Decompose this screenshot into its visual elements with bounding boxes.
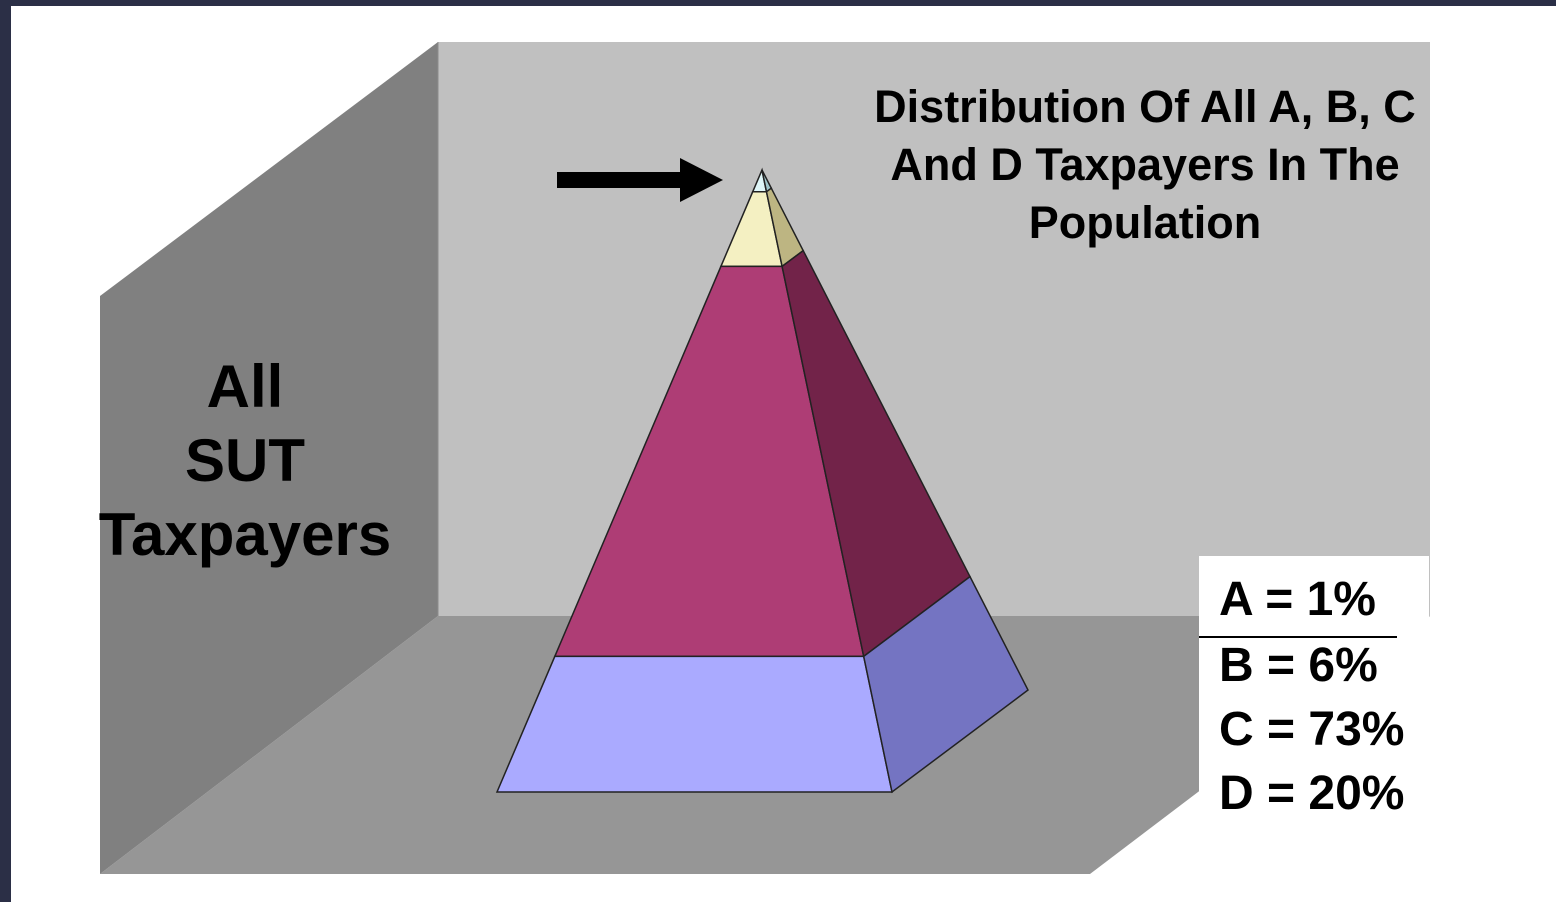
legend-item-a: A = 1%	[1219, 573, 1376, 626]
legend: A = 1% B = 6% C = 73% D = 20%	[1199, 556, 1429, 828]
wall-label-line: All	[206, 353, 284, 420]
legend-item-b: B = 6%	[1219, 639, 1378, 692]
legend-item-c: C = 73%	[1219, 703, 1405, 756]
side-wall	[100, 42, 438, 874]
pyramid	[495, 167, 1029, 794]
legend-divider	[1199, 636, 1397, 638]
chart-title: Distribution Of All A, B, C And D Taxpay…	[874, 81, 1416, 248]
wall-label: All SUT Taxpayers	[70, 350, 420, 572]
tier-d-front	[495, 655, 893, 793]
legend-item-d: D = 20%	[1219, 767, 1405, 820]
wall-label-line: Taxpayers	[98, 501, 392, 568]
arrow-icon	[557, 158, 723, 202]
tier-d-side	[862, 575, 1029, 794]
wall-label-line: SUT	[185, 427, 305, 494]
